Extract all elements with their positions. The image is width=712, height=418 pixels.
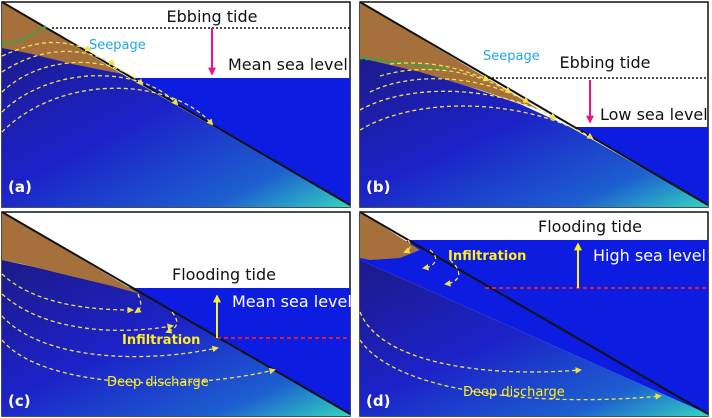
panel-a: Ebbing tide Mean sea level Seepage (a) <box>1 1 351 208</box>
seepage-label: Seepage <box>483 49 540 64</box>
beach-slope <box>359 1 709 206</box>
sea-level-label: Low sea level <box>600 105 708 124</box>
flow-lines <box>359 62 594 140</box>
aquifer <box>360 260 708 416</box>
tide-label: Flooding tide <box>538 217 642 236</box>
sea-level-label: Mean sea level <box>232 292 352 311</box>
infiltration-label: Infiltration <box>448 249 526 264</box>
panel-letter: (d) <box>366 392 390 410</box>
seepage-line <box>1 24 48 46</box>
infiltration-label: Infiltration <box>122 333 200 348</box>
tide-label: Ebbing tide <box>560 53 651 72</box>
panel-letter: (a) <box>8 178 32 196</box>
seepage-label: Seepage <box>89 38 146 53</box>
sea-level-label: High sea level <box>593 246 706 265</box>
panel-b: Ebbing tide Low sea level Seepage (b) <box>359 1 709 208</box>
panel-c: Flooding tide Mean sea level Infiltratio… <box>1 211 352 417</box>
panel-d: Flooding tide High sea level Infiltratio… <box>359 211 709 417</box>
tide-label: Flooding tide <box>172 265 276 284</box>
sea-level-label: Mean sea level <box>228 55 348 74</box>
flow-lines <box>359 239 662 401</box>
panel-letter: (b) <box>366 178 390 196</box>
deep-discharge-label: Deep discharge <box>107 375 209 390</box>
seepage-line <box>359 56 451 72</box>
tide-label: Ebbing tide <box>167 7 258 26</box>
aquifer <box>2 30 350 207</box>
flow-lines <box>1 41 214 133</box>
aquifer <box>360 50 708 207</box>
panel-letter: (c) <box>8 392 31 410</box>
aquifer-fill <box>2 260 350 416</box>
beach-slope <box>1 211 351 415</box>
deep-discharge-label: Deep discharge <box>463 385 565 400</box>
beach-slope <box>359 211 709 415</box>
flow-lines <box>1 273 276 384</box>
